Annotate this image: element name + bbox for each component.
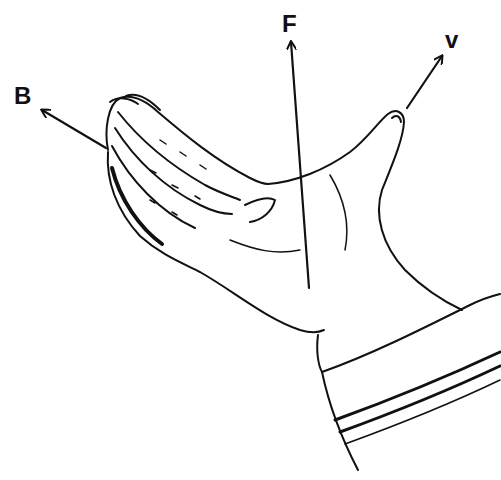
hand-shadow bbox=[112, 168, 162, 244]
f-arrow bbox=[291, 42, 309, 288]
b-arrow bbox=[42, 110, 106, 148]
thumb-crease bbox=[330, 175, 347, 250]
palm-crease bbox=[245, 198, 275, 222]
finger-tip bbox=[110, 98, 138, 104]
finger-outline bbox=[107, 97, 269, 184]
cuff-line bbox=[340, 366, 500, 432]
v-arrow bbox=[407, 56, 442, 108]
finger-line bbox=[115, 128, 232, 214]
finger-tip bbox=[126, 95, 160, 110]
thumb-nail bbox=[392, 116, 401, 122]
thumb-outline bbox=[268, 111, 462, 310]
cuff-line bbox=[335, 352, 500, 420]
field-label: B bbox=[14, 84, 31, 108]
shading bbox=[150, 140, 206, 215]
finger-line bbox=[112, 146, 195, 228]
palm-crease bbox=[230, 240, 300, 252]
velocity-label: v bbox=[445, 28, 458, 52]
force-label: F bbox=[282, 12, 297, 36]
cuff-top bbox=[317, 294, 500, 372]
cuff-left bbox=[322, 372, 358, 470]
cuff-line bbox=[345, 380, 500, 444]
